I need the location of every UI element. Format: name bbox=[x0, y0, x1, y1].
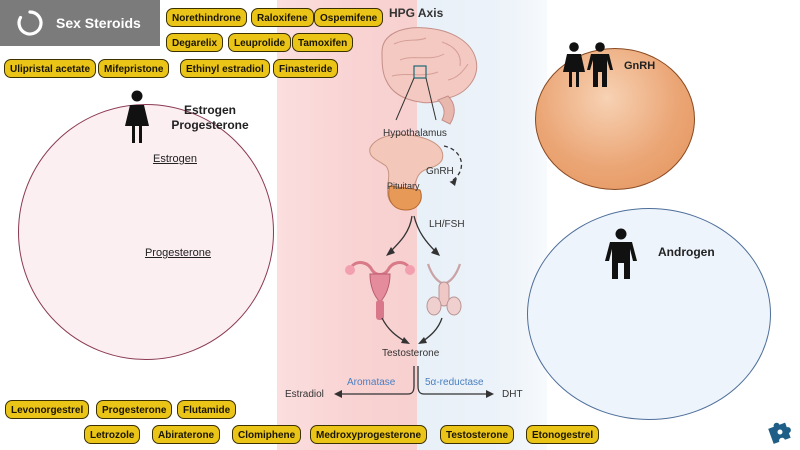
drug-pill-tamoxifen[interactable]: Tamoxifen bbox=[292, 33, 354, 52]
page-title: Sex Steroids bbox=[56, 15, 141, 31]
drug-pill-medroxyprogesterone[interactable]: Medroxyprogesterone bbox=[310, 425, 428, 444]
drug-pill-finasteride[interactable]: Finasteride bbox=[273, 59, 339, 78]
uterus-icon bbox=[345, 261, 415, 320]
drug-pill-mifepristone[interactable]: Mifepristone bbox=[98, 59, 170, 78]
drug-pill-levonorgestrel[interactable]: Levonorgestrel bbox=[5, 400, 90, 419]
male-icon bbox=[587, 42, 613, 87]
gnrh-axis-label: GnRH bbox=[426, 166, 454, 177]
female-icon bbox=[125, 90, 149, 143]
estrogen-link[interactable]: Estrogen bbox=[152, 153, 198, 165]
hpg-axis-title: HPG Axis bbox=[389, 6, 444, 20]
drug-pill-degarelix[interactable]: Degarelix bbox=[166, 33, 224, 52]
estradiol-label: Estradiol bbox=[285, 389, 324, 400]
female-icon bbox=[563, 42, 585, 87]
progesterone-link[interactable]: Progesterone bbox=[144, 247, 212, 259]
puzzle-icon[interactable] bbox=[766, 416, 794, 444]
androgen-circle[interactable] bbox=[527, 208, 771, 420]
drug-pill-ulipristal-acetate[interactable]: Ulipristal acetate bbox=[4, 59, 97, 78]
drug-pill-ospemifene[interactable]: Ospemifene bbox=[314, 8, 384, 27]
testis-icon bbox=[426, 263, 462, 316]
drug-pill-flutamide[interactable]: Flutamide bbox=[177, 400, 237, 419]
drug-pill-norethindrone[interactable]: Norethindrone bbox=[166, 8, 247, 27]
estrogen-heading: Estrogen bbox=[183, 103, 236, 117]
male-icon bbox=[605, 228, 637, 279]
progesterone-heading: Progesterone bbox=[171, 118, 249, 132]
estrogen-progesterone-circle[interactable] bbox=[18, 104, 274, 360]
reload-icon[interactable] bbox=[16, 9, 44, 37]
drug-pill-clomiphene[interactable]: Clomiphene bbox=[232, 425, 302, 444]
pituitary-icon bbox=[369, 134, 444, 211]
hypothalamus-label: Hypothalamus bbox=[383, 128, 447, 139]
drug-pill-raloxifene[interactable]: Raloxifene bbox=[251, 8, 314, 27]
drug-pill-leuprolide[interactable]: Leuprolide bbox=[228, 33, 292, 52]
hpg-axis-diagram bbox=[334, 27, 494, 398]
testosterone-axis-label: Testosterone bbox=[382, 348, 440, 359]
dht-label: DHT bbox=[502, 389, 523, 400]
brain-icon bbox=[381, 27, 478, 125]
drug-pill-letrozole[interactable]: Letrozole bbox=[84, 425, 141, 444]
drug-pill-progesterone[interactable]: Progesterone bbox=[96, 400, 173, 419]
gnrh-circle[interactable] bbox=[535, 48, 695, 190]
androgen-circle-label: Androgen bbox=[658, 245, 715, 259]
drug-pill-testosterone[interactable]: Testosterone bbox=[440, 425, 515, 444]
drug-pill-etonogestrel[interactable]: Etonogestrel bbox=[526, 425, 600, 444]
aromatase-label: Aromatase bbox=[347, 377, 396, 388]
title-bar: Sex Steroids bbox=[0, 0, 160, 46]
reductase-label: 5α-reductase bbox=[425, 377, 484, 388]
drug-pill-abiraterone[interactable]: Abiraterone bbox=[152, 425, 221, 444]
pituitary-label: Pituitary bbox=[387, 181, 420, 191]
drug-pill-ethinyl-estradiol[interactable]: Ethinyl estradiol bbox=[180, 59, 270, 78]
gnrh-circle-label: GnRH bbox=[624, 60, 656, 72]
lh-fsh-label: LH/FSH bbox=[429, 219, 465, 230]
